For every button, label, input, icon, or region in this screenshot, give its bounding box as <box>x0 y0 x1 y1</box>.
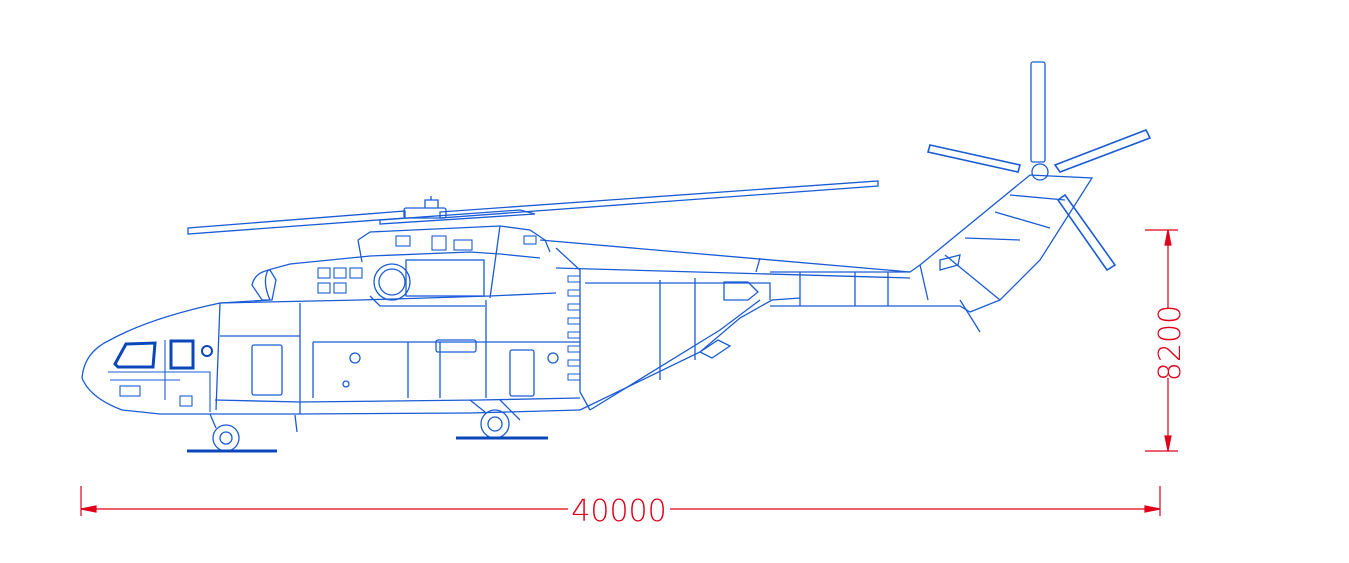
engine-vents <box>317 235 537 294</box>
fuselage <box>81 225 911 415</box>
length-dimension <box>80 486 1161 516</box>
landing-gear <box>209 399 521 452</box>
ground-lines <box>187 436 548 453</box>
cockpit-windows <box>113 339 213 370</box>
tail-rotor <box>926 61 1152 272</box>
tail-boom <box>755 174 1094 333</box>
main-rotor <box>187 180 879 235</box>
length-label: 40000 <box>571 494 666 529</box>
ramp-hinges <box>567 275 581 381</box>
height-label: 8200 <box>1153 305 1188 381</box>
cockpit-frame <box>108 340 211 412</box>
height-dimension <box>1145 229 1178 452</box>
